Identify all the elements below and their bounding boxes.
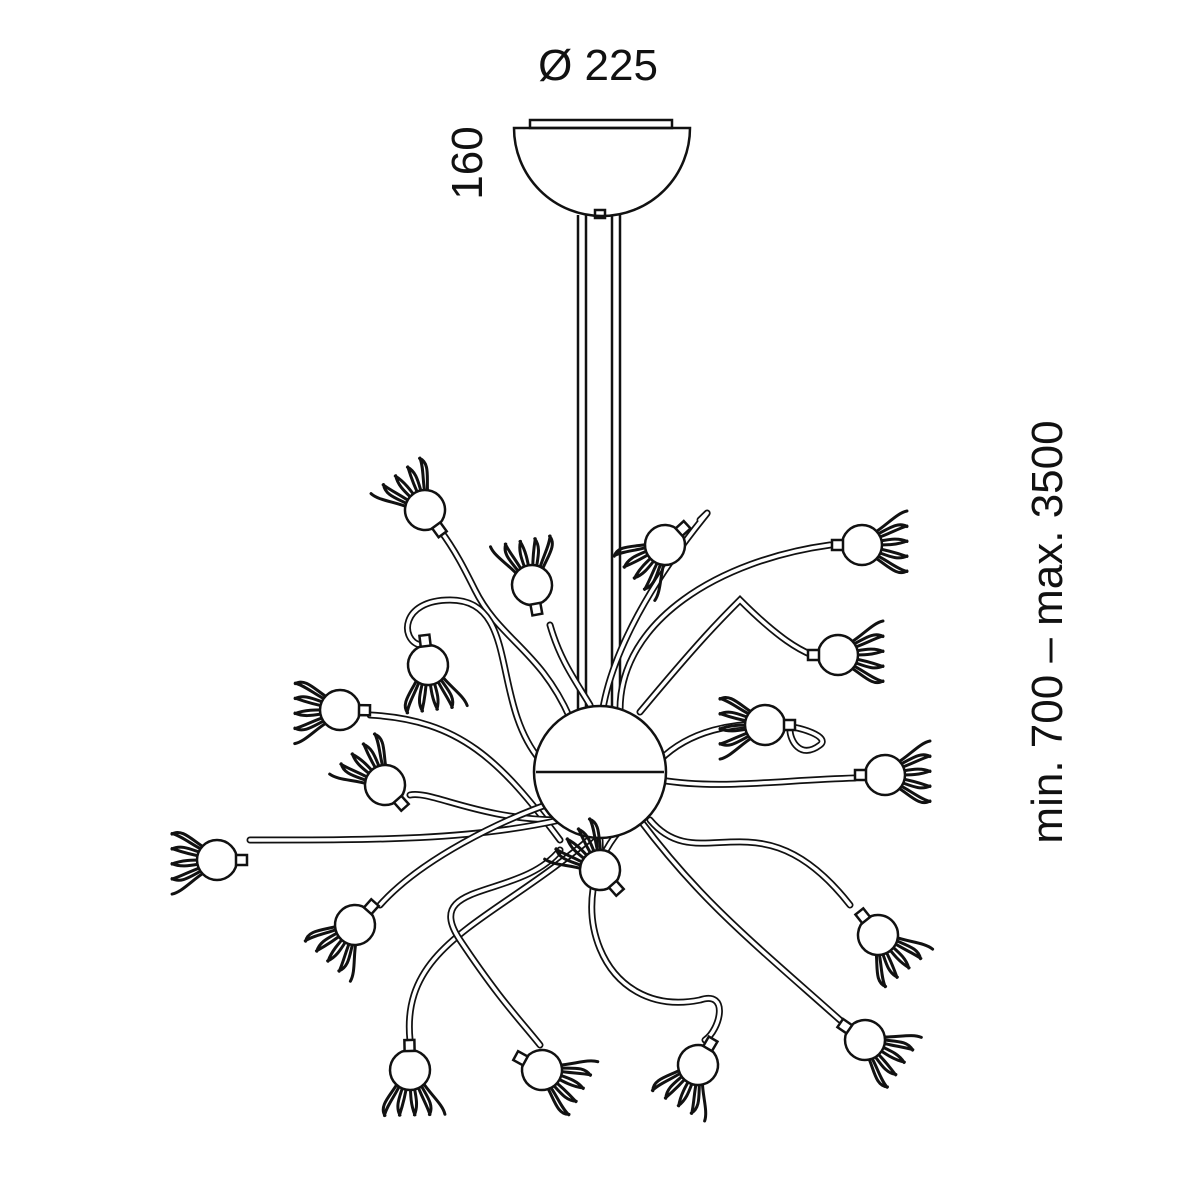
lamp-wire-inner [449,848,562,1047]
canopy [512,118,692,220]
lamp-head [806,619,885,684]
lamp-head [612,519,693,602]
lamp-fringe [369,456,430,509]
lamp-bulb [840,523,884,567]
lamp-fringe [303,924,358,983]
lamp-socket [234,853,249,867]
lamp-wire-inner [658,722,824,762]
lamp-wire-inner [658,776,857,787]
lamp-head [170,831,249,896]
lamp-bulb [318,688,362,732]
lamp-bulb [195,838,239,882]
lamp-head [835,1017,923,1089]
lamp-head [718,696,797,761]
lamp-socket [607,879,626,898]
lamp-socket [701,1034,720,1053]
lamp-fringe [489,534,554,577]
lamp-head [511,1048,600,1117]
lamp-wire-inner [408,792,562,822]
lamp-wires [246,509,859,1049]
lamp-fringe [866,1034,923,1089]
lamp-head [853,906,935,989]
lamp-head [543,817,626,898]
height-label: 160 [443,126,492,199]
lamp-socket [362,897,381,916]
lamp-socket [835,1017,854,1036]
lamp-head [489,534,554,617]
lamp-socket [357,703,372,717]
diameter-label: Ø 225 [538,41,658,90]
lamp-socket [511,1049,530,1067]
lamp-bulb [816,633,860,677]
lamp-wire-inner [438,528,572,720]
lamp-wire-inner [648,818,852,907]
lamp-fringe [895,739,932,804]
lamp-fringe [874,935,935,989]
lamp-head [853,739,932,804]
lamp-wire-inner [638,597,814,714]
lamp-wire [646,816,854,909]
lamp-socket [673,519,693,538]
lamp-head [328,732,411,813]
lamp-head [369,456,449,539]
lamp-wire-inner [638,818,842,1022]
lamp-wire-inner [407,828,602,1042]
lamp-bulb [388,1048,432,1092]
lamp-wire [636,816,844,1024]
lamp-wire-inner [378,798,562,907]
lamp-fringe [381,1080,447,1118]
lamp-wire-inner [248,818,562,842]
central-hub [532,704,668,840]
lamp-socket [830,538,845,552]
lamp-wire-inner [618,543,832,712]
length-label: min. 700 – max. 3500 [1023,420,1072,843]
suspension-rods [576,215,622,710]
lamp-fringe [403,673,469,715]
lamp-wire-inner [405,598,542,762]
lamp-head [650,1034,720,1123]
lamp-fringe [328,732,388,786]
lamp-head [381,1038,447,1118]
lamp-bulb [743,703,787,747]
lamp-fringe [848,619,885,684]
lamp-fringe [293,680,330,746]
lamp-fringe [650,1067,708,1123]
lamp-fringe [543,817,603,871]
lamp-heads [170,456,935,1123]
lamp-bulb [520,1048,564,1092]
lamp-socket [403,1038,416,1053]
lamp-socket [529,601,544,617]
lamp-bulb [863,753,907,797]
lamp-fringe [545,1059,600,1117]
lamp-fringe [612,542,666,602]
lamp-fringe [718,696,755,761]
lamp-wire-inner [598,511,709,742]
lamp-socket [430,520,449,539]
lamp-socket [418,633,433,649]
lamp-head [293,680,372,746]
lamp-wire-inner [368,713,562,842]
lamp-wire-inner [548,623,592,707]
lamp-head [830,509,909,574]
lamp-socket [392,794,411,813]
lamp-fringe [170,831,207,896]
lamp-bulb [406,643,450,687]
lamp-head [403,633,469,715]
lamp-socket [853,906,872,925]
lamp-fringe [872,509,909,574]
lamp-socket [806,648,821,662]
lamp-head [303,897,381,983]
lamp-socket [853,768,868,782]
lamp-socket [782,718,797,732]
